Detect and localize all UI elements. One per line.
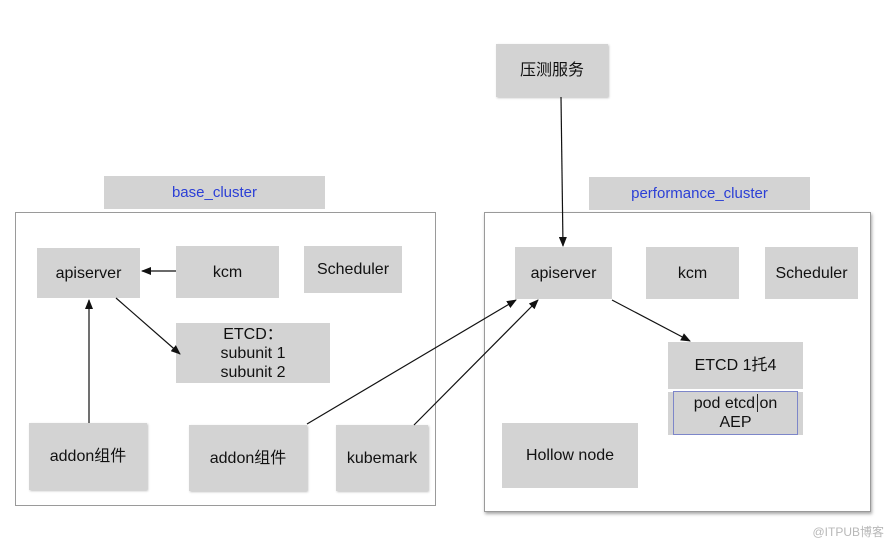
- base-cluster-label: base_cluster: [104, 176, 325, 209]
- performance-etcd-box: ETCD 1托4: [668, 342, 803, 389]
- hollow-node-box: Hollow node: [502, 423, 638, 488]
- arrow-perf-apiserver-to-etcd: [611, 299, 691, 342]
- base-addon-left-box: addon组件: [29, 423, 147, 490]
- watermark: @ITPUB博客: [812, 525, 884, 539]
- performance-kcm-box: kcm: [646, 247, 739, 299]
- text-cursor: [757, 394, 758, 412]
- base-kcm-box: kcm: [176, 246, 279, 298]
- kubemark-box: kubemark: [336, 425, 428, 491]
- arrow-pressure-to-perf-apiserver: [558, 96, 567, 247]
- performance-scheduler-box: Scheduler: [765, 247, 858, 299]
- pressure-service-box: 压测服务: [496, 44, 608, 97]
- pod-etcd-box-bg: [668, 392, 803, 435]
- base-apiserver-box: apiserver: [37, 248, 140, 298]
- base-addon-right-box: addon组件: [189, 425, 307, 491]
- base-scheduler-box: Scheduler: [304, 246, 402, 293]
- arrow-apiserver-to-etcd: [115, 297, 181, 355]
- arrow-kubemark-to-perf-apiserver: [413, 299, 539, 426]
- performance-cluster-label: performance_cluster: [589, 177, 810, 210]
- arrow-addon-to-perf-apiserver: [306, 299, 517, 425]
- base-etcd-box: ETCD： subunit 1 subunit 2: [176, 323, 330, 383]
- performance-apiserver-box: apiserver: [515, 247, 612, 299]
- pod-etcd-box: pod etcd on AEP: [673, 391, 798, 435]
